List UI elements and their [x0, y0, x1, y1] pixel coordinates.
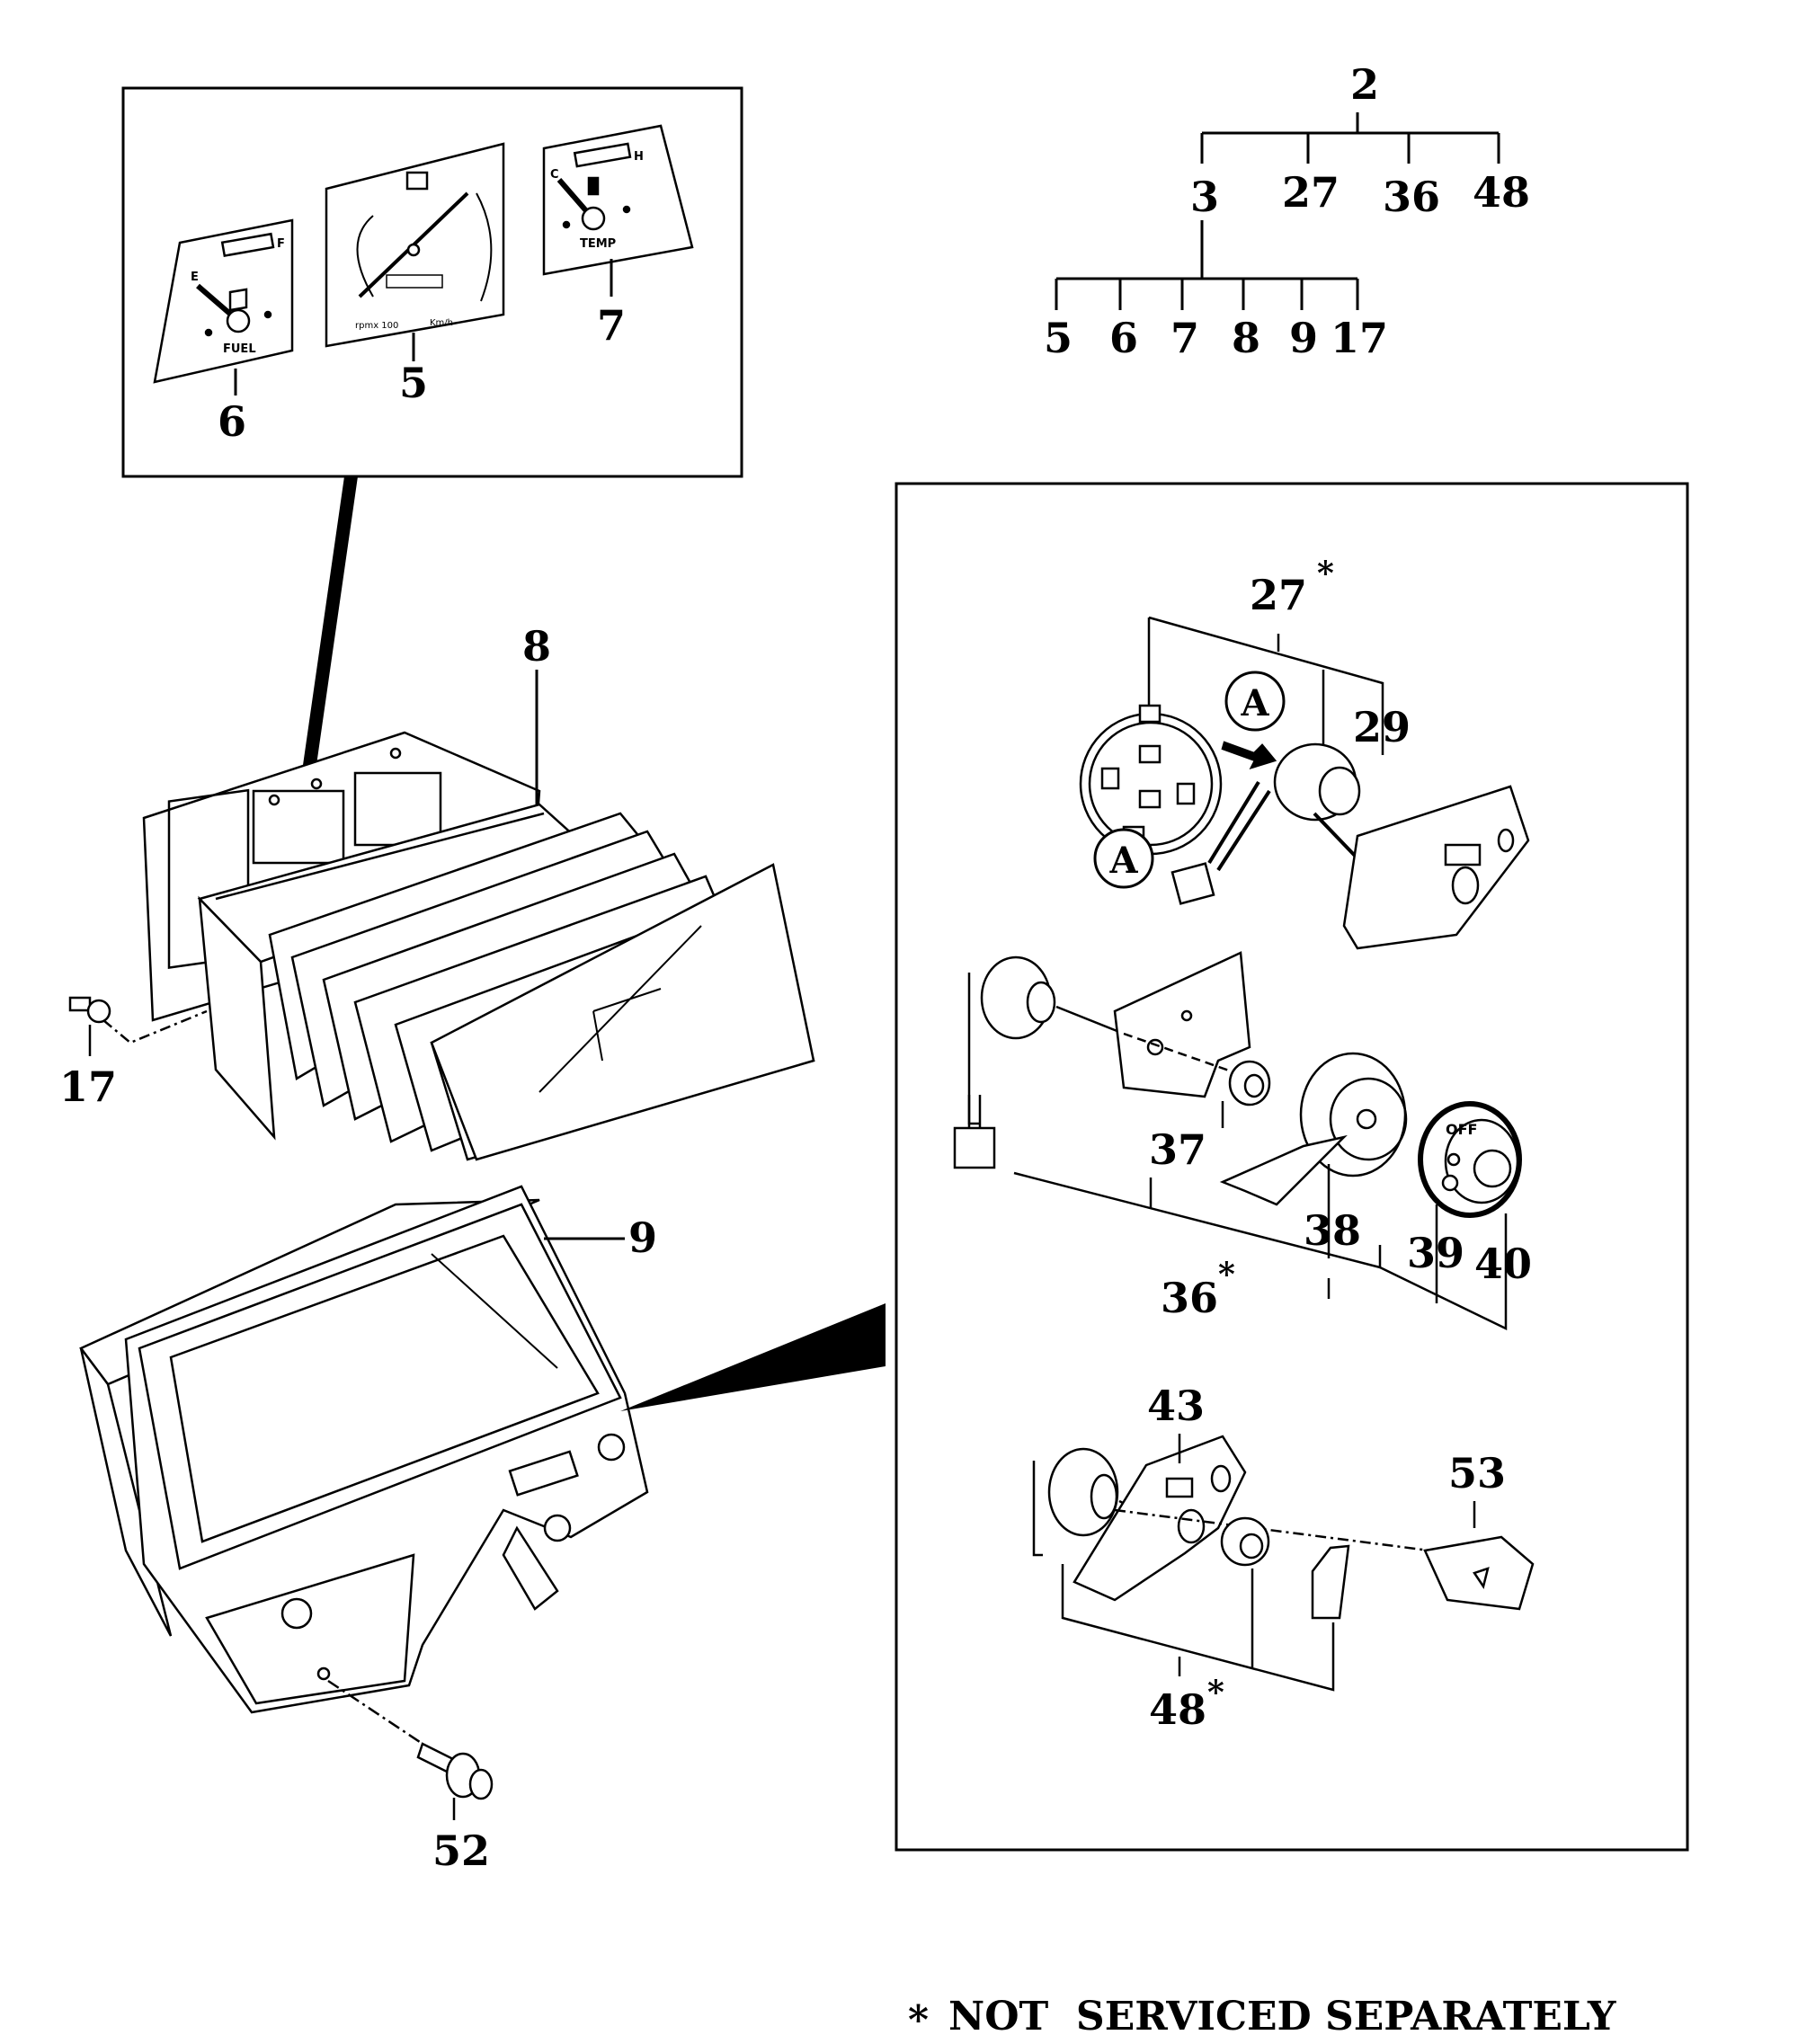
- tree-node-label: 48: [1473, 168, 1530, 217]
- callout-speedometer: 5: [399, 359, 428, 407]
- tree-leaf-label: 8: [1232, 314, 1260, 362]
- temp-gauge-cold-mark: C: [550, 168, 559, 182]
- callout-bezel: 9: [628, 1213, 657, 1262]
- fuel-gauge-empty-mark: E: [191, 271, 199, 284]
- asterisk-hazard-switch: *: [1207, 1674, 1224, 1711]
- detail-marker-circle: [1224, 671, 1286, 732]
- light-switch-assembly: [1079, 616, 1530, 950]
- temp-gauge-label: TEMP: [580, 237, 616, 251]
- bezel-screw-52: [327, 1679, 494, 1820]
- callout-hazard-knob: 53: [1448, 1449, 1506, 1497]
- callout-hazard-plate: 43: [1147, 1382, 1205, 1430]
- hazard-switch-assembly: [1032, 1434, 1535, 1692]
- gauge-inset-panel: FUEL E F rpmx 100 Km/h TEMP C H: [121, 86, 743, 778]
- callout-light-switch-lever: 29: [1353, 703, 1411, 751]
- fuel-gauge: [153, 218, 294, 384]
- callout-mounting-screw: 17: [59, 1062, 117, 1111]
- callout-bezel-screw: 52: [432, 1826, 490, 1875]
- instrument-bezel: [79, 1185, 649, 1714]
- callout-wiper-lever: 38: [1304, 1206, 1361, 1255]
- callout-light-switch-assembly: 27: [1250, 571, 1307, 619]
- wiper-switch-assembly: [953, 951, 1522, 1330]
- asterisk-wiper-switch: *: [1218, 1256, 1235, 1293]
- asterisk-light-switch: *: [1317, 555, 1334, 592]
- callout-hazard-switch-assembly: 48: [1149, 1685, 1206, 1734]
- speedometer-gauge: [325, 142, 505, 348]
- mounting-screw-17: [68, 996, 208, 1056]
- fuel-gauge-label: FUEL: [223, 342, 256, 356]
- detail-marker-a-bottom: A: [1108, 840, 1138, 882]
- tree-leaf-label: 7: [1170, 314, 1199, 362]
- switch-detail-panel: [895, 482, 1689, 1852]
- speedometer-rpm-unit: rpmx 100: [355, 321, 398, 331]
- callout-wiper-nut: 37: [1149, 1125, 1206, 1174]
- parts-hierarchy-tree: [1055, 112, 1500, 310]
- fuel-gauge-full-mark: F: [277, 237, 285, 251]
- wiper-dial-off-mark: OFF: [1446, 1121, 1477, 1138]
- tree-leaf-label: 6: [1109, 314, 1138, 362]
- callout-wiper-switch-assembly: 36: [1161, 1274, 1218, 1322]
- tree-leaf-label: 17: [1331, 314, 1388, 362]
- footnote-asterisk: *: [908, 1997, 929, 2043]
- detail-marker-circle: [1093, 828, 1154, 889]
- tree-root-label: 2: [1350, 60, 1379, 109]
- speedometer-kmh-unit: Km/h: [430, 318, 453, 328]
- tree-node-label: 3: [1190, 173, 1219, 221]
- temp-gauge-hot-mark: H: [634, 150, 644, 164]
- detail-pointer: [620, 1303, 886, 1411]
- tree-node-label: 27: [1282, 168, 1340, 217]
- callout-wiper-knob: 40: [1474, 1240, 1532, 1288]
- callout-fuel-gauge: 6: [218, 397, 246, 446]
- callout-wiper-dial: 39: [1407, 1229, 1464, 1277]
- tree-node-label: 36: [1383, 173, 1440, 221]
- callout-temp-gauge: 7: [597, 301, 626, 350]
- callout-cluster-housing: 8: [522, 622, 551, 671]
- temperature-gauge: [542, 124, 694, 276]
- tree-leaf-label: 9: [1289, 314, 1318, 362]
- instrument-cluster-assembly: [142, 731, 815, 1161]
- detail-marker-a-top: A: [1240, 682, 1269, 724]
- tree-leaf-label: 5: [1044, 314, 1073, 362]
- footnote-text: NOT SERVICED SEPARATELY: [948, 1994, 1616, 2040]
